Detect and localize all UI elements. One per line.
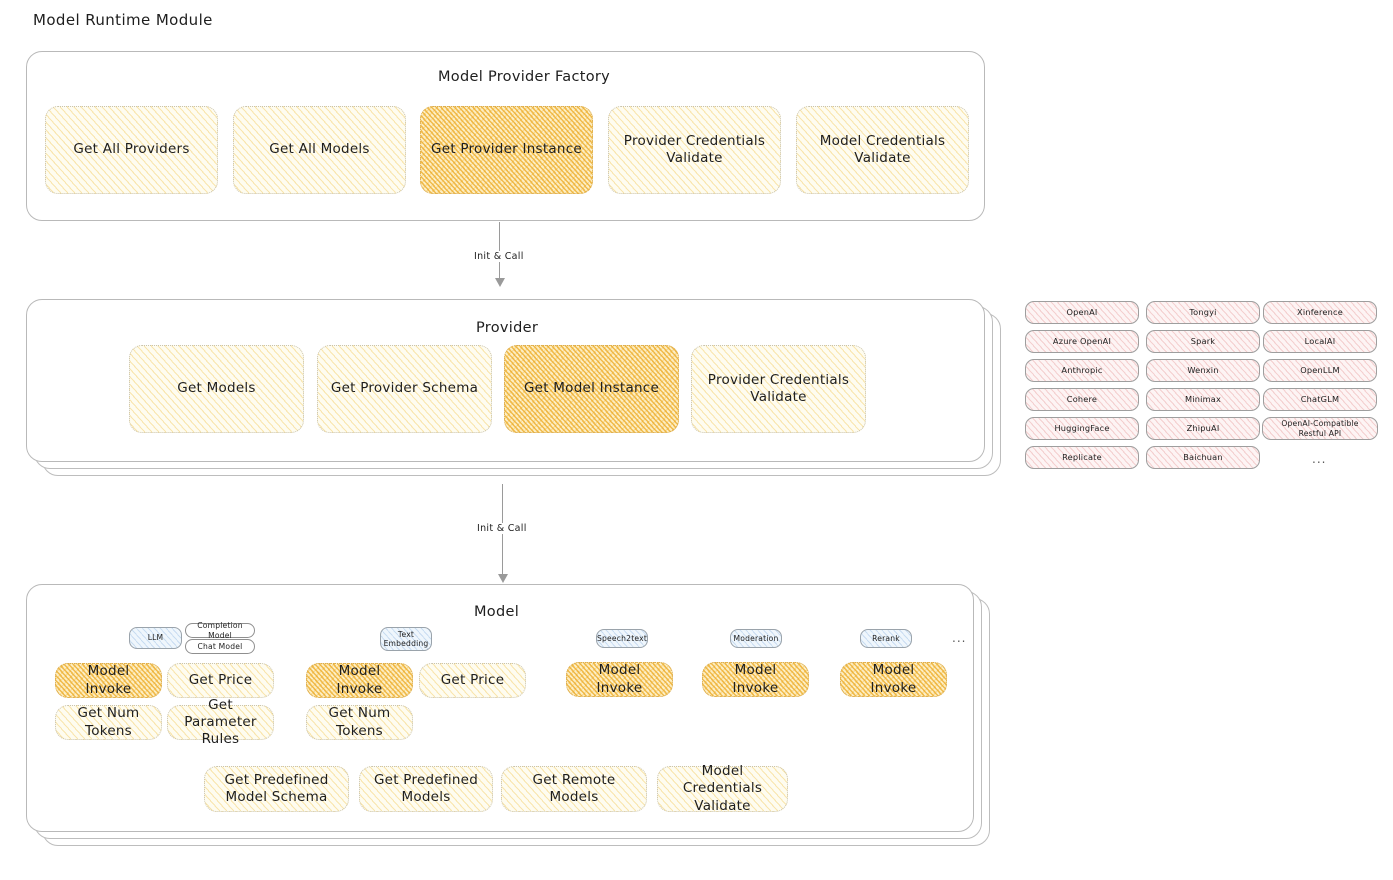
provider-chip-openai-compatible-restful-api[interactable]: OpenAI-Compatible Restful API <box>1262 417 1378 440</box>
model-card-llm-get-parameter-rules[interactable]: Get Parameter Rules <box>167 697 274 747</box>
provider-chip-replicate[interactable]: Replicate <box>1025 446 1139 469</box>
model-tag-rerank[interactable]: Rerank <box>860 629 912 648</box>
arrow-factory-to-provider-head <box>495 278 505 287</box>
factory-card-model-credentials-validate[interactable]: Model Credentials Validate <box>796 106 969 194</box>
provider-chip-chatglm[interactable]: ChatGLM <box>1263 388 1377 411</box>
model-card-llm-get-num-tokens[interactable]: Get Num Tokens <box>55 705 162 740</box>
factory-card-provider-credentials-validate[interactable]: Provider Credentials Validate <box>608 106 781 194</box>
provider-chip-openai[interactable]: OpenAI <box>1025 301 1139 324</box>
page-title: Model Runtime Module <box>33 11 213 29</box>
provider-chip-xinference[interactable]: Xinference <box>1263 301 1377 324</box>
provider-chip-cohere[interactable]: Cohere <box>1025 388 1139 411</box>
arrow-provider-to-model-label: Init & Call <box>473 523 531 534</box>
provider-card-provider-credentials-validate[interactable]: Provider Credentials Validate <box>691 345 866 433</box>
model-tag-moderation[interactable]: Moderation <box>730 629 782 648</box>
provider-chip-tongyi[interactable]: Tongyi <box>1146 301 1260 324</box>
provider-chip-openllm[interactable]: OpenLLM <box>1263 359 1377 382</box>
provider-card-get-models[interactable]: Get Models <box>129 345 304 433</box>
provider-chip-azure-openai[interactable]: Azure OpenAI <box>1025 330 1139 353</box>
model-title: Model <box>474 604 520 620</box>
provider-chip-localai[interactable]: LocalAI <box>1263 330 1377 353</box>
model-card-llm-model-invoke[interactable]: Model Invoke <box>55 663 162 698</box>
provider-list-ellipsis: ... <box>1312 452 1327 466</box>
factory-card-get-all-models[interactable]: Get All Models <box>233 106 406 194</box>
model-tag-text-embedding[interactable]: Text Embedding <box>380 627 432 651</box>
model-card-get-remote-models[interactable]: Get Remote Models <box>501 766 647 812</box>
model-card-text-embedding-model-invoke[interactable]: Model Invoke <box>306 663 413 698</box>
factory-card-get-provider-instance[interactable]: Get Provider Instance <box>420 106 593 194</box>
model-card-moderation-model-invoke[interactable]: Model Invoke <box>702 662 809 697</box>
factory-card-get-all-providers[interactable]: Get All Providers <box>45 106 218 194</box>
provider-chip-huggingface[interactable]: HuggingFace <box>1025 417 1139 440</box>
model-card-llm-get-price[interactable]: Get Price <box>167 663 274 698</box>
provider-card-get-model-instance[interactable]: Get Model Instance <box>504 345 679 433</box>
model-tag-speech2text[interactable]: Speech2text <box>596 629 648 648</box>
provider-chip-zhipuai[interactable]: ZhipuAI <box>1146 417 1260 440</box>
arrow-factory-to-provider-label: Init & Call <box>470 251 528 262</box>
provider-chip-spark[interactable]: Spark <box>1146 330 1260 353</box>
model-container <box>26 584 974 832</box>
model-tag-llm[interactable]: LLM <box>129 627 182 649</box>
model-card-text-embedding-get-num-tokens[interactable]: Get Num Tokens <box>306 705 413 740</box>
model-groups-ellipsis: ... <box>952 631 967 645</box>
model-card-get-predefined-model-schema[interactable]: Get Predefined Model Schema <box>204 766 349 812</box>
model-subtag-chat-model[interactable]: Chat Model <box>185 639 255 654</box>
provider-chip-minimax[interactable]: Minimax <box>1146 388 1260 411</box>
model-provider-factory-title: Model Provider Factory <box>438 69 611 85</box>
model-card-get-predefined-models[interactable]: Get Predefined Models <box>359 766 493 812</box>
model-subtag-completion-model[interactable]: Completion Model <box>185 621 255 640</box>
model-card-text-embedding-get-price[interactable]: Get Price <box>419 663 526 698</box>
provider-chip-anthropic[interactable]: Anthropic <box>1025 359 1139 382</box>
provider-chip-wenxin[interactable]: Wenxin <box>1146 359 1260 382</box>
model-card-speech2text-model-invoke[interactable]: Model Invoke <box>566 662 673 697</box>
arrow-provider-to-model-head <box>498 574 508 583</box>
provider-chip-baichuan[interactable]: Baichuan <box>1146 446 1260 469</box>
model-card-rerank-model-invoke[interactable]: Model Invoke <box>840 662 947 697</box>
provider-title: Provider <box>476 320 539 336</box>
provider-card-get-provider-schema[interactable]: Get Provider Schema <box>317 345 492 433</box>
model-card-model-credentials-validate[interactable]: Model Credentials Validate <box>657 763 788 814</box>
